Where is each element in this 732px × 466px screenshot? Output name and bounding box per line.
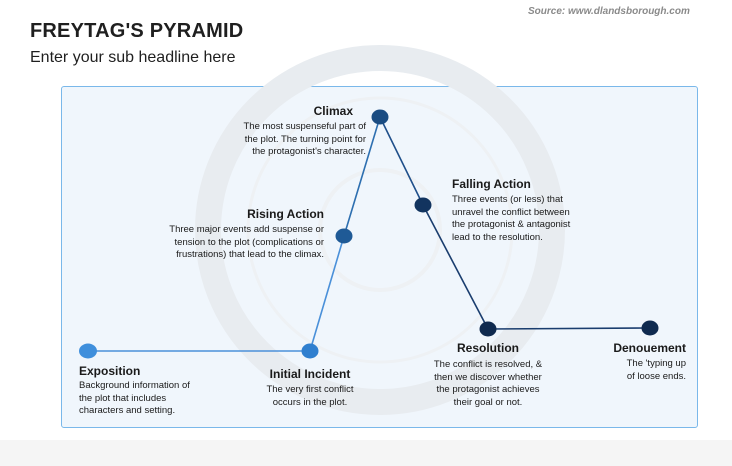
climax-desc: The most suspenseful part of the plot. T… xyxy=(243,121,366,157)
segment-resolution-denouement xyxy=(487,327,651,330)
page-title: FREYTAG'S PYRAMID xyxy=(30,20,244,42)
exposition-title: Exposition xyxy=(79,364,141,378)
node-resolution xyxy=(479,321,497,337)
node-denouement xyxy=(641,320,659,336)
page-subtitle: Enter your sub headline here xyxy=(30,49,236,66)
rising-action-desc: Three major events add suspense or tensi… xyxy=(169,224,324,260)
segment-climax-falling xyxy=(379,116,424,206)
falling-action-title: Falling Action xyxy=(452,177,531,191)
node-exposition xyxy=(79,343,97,359)
segment-incident-rising xyxy=(309,235,345,352)
initial-incident-desc: The very first conflict occurs in the pl… xyxy=(266,384,354,408)
exposition-desc: Background information of the plot that … xyxy=(79,380,190,416)
node-climax xyxy=(371,109,389,125)
initial-incident-title: Initial Incident xyxy=(269,367,351,381)
climax-title: Climax xyxy=(313,104,353,118)
segment-falling-resolution xyxy=(422,204,489,330)
segment-rising-climax xyxy=(343,116,381,237)
slide: FREYTAG'S PYRAMID Enter your sub headlin… xyxy=(30,6,698,428)
diagram-frame xyxy=(61,86,698,428)
resolution-title: Resolution xyxy=(457,341,519,355)
rising-action-title: Rising Action xyxy=(247,207,324,221)
node-initial-incident xyxy=(301,343,319,359)
denouement-desc: The 'typing up of loose ends. xyxy=(626,358,686,382)
resolution-desc: The conflict is resolved, & then we disc… xyxy=(433,359,543,408)
denouement-title: Denouement xyxy=(613,341,686,355)
node-rising-action xyxy=(335,228,353,244)
source-credit: Source: www.dlandsborough.com xyxy=(528,6,690,17)
falling-action-desc: Three events (or less) that unravel the … xyxy=(452,194,571,243)
node-falling-action xyxy=(414,197,432,213)
